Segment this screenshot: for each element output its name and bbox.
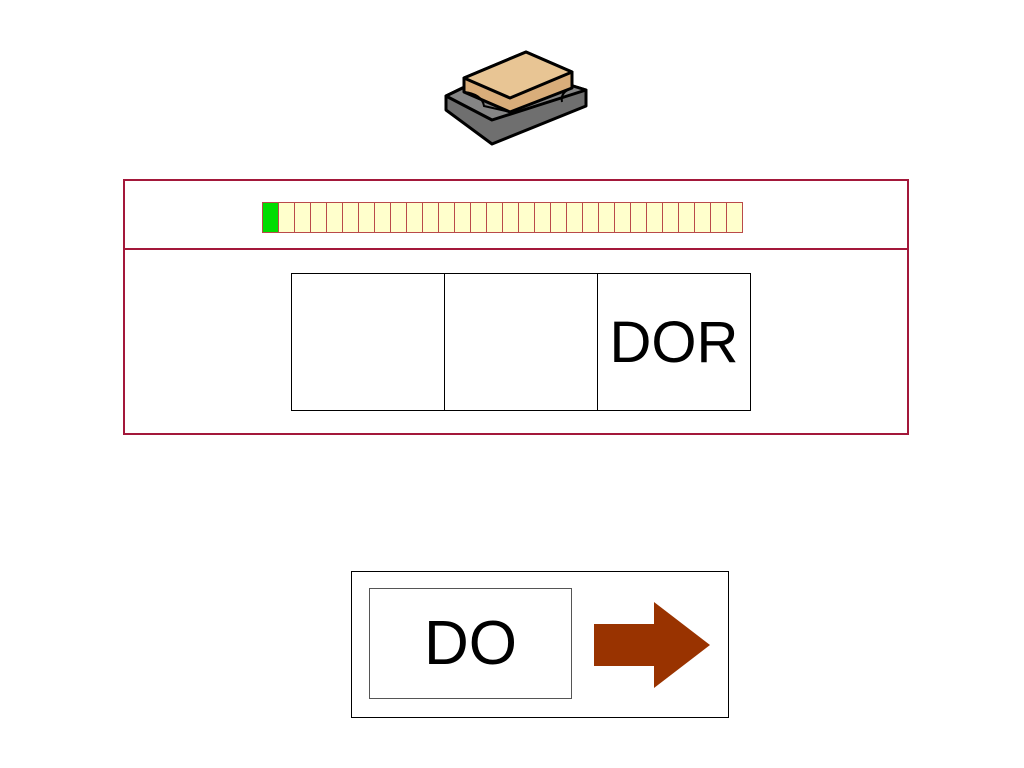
progress-cell — [726, 202, 743, 233]
progress-cell — [326, 202, 343, 233]
answer-card: DO — [351, 571, 729, 718]
progress-cell — [406, 202, 423, 233]
progress-cell — [550, 202, 567, 233]
progress-cell — [374, 202, 391, 233]
progress-cell — [518, 202, 535, 233]
progress-cell — [630, 202, 647, 233]
progress-cell — [422, 202, 439, 233]
progress-cell — [294, 202, 311, 233]
progress-cell — [710, 202, 727, 233]
word-box-3[interactable]: DOR — [597, 273, 751, 411]
progress-cell — [662, 202, 679, 233]
progress-cell — [438, 202, 455, 233]
progress-cell — [502, 202, 519, 233]
progress-cell — [678, 202, 695, 233]
word-boxes: DOR — [291, 273, 751, 411]
progress-cell — [390, 202, 407, 233]
progress-cell — [534, 202, 551, 233]
progress-cell — [454, 202, 471, 233]
progress-cell — [582, 202, 599, 233]
word-box-1[interactable] — [291, 273, 445, 411]
progress-cell — [694, 202, 711, 233]
word-panel: DOR — [123, 179, 909, 435]
progress-cell — [470, 202, 487, 233]
progress-cell — [358, 202, 375, 233]
progress-bar — [262, 202, 743, 233]
progress-cell — [486, 202, 503, 233]
progress-cell — [310, 202, 327, 233]
arrow-right-icon[interactable] — [594, 602, 712, 688]
stamp-icon — [444, 50, 588, 146]
progress-cell — [614, 202, 631, 233]
syllable-box[interactable]: DO — [369, 588, 572, 699]
progress-cell — [342, 202, 359, 233]
progress-cell — [262, 202, 279, 233]
progress-cell — [646, 202, 663, 233]
progress-cell — [566, 202, 583, 233]
word-box-2[interactable] — [444, 273, 598, 411]
progress-cell — [278, 202, 295, 233]
progress-cell — [598, 202, 615, 233]
panel-divider — [125, 248, 907, 250]
